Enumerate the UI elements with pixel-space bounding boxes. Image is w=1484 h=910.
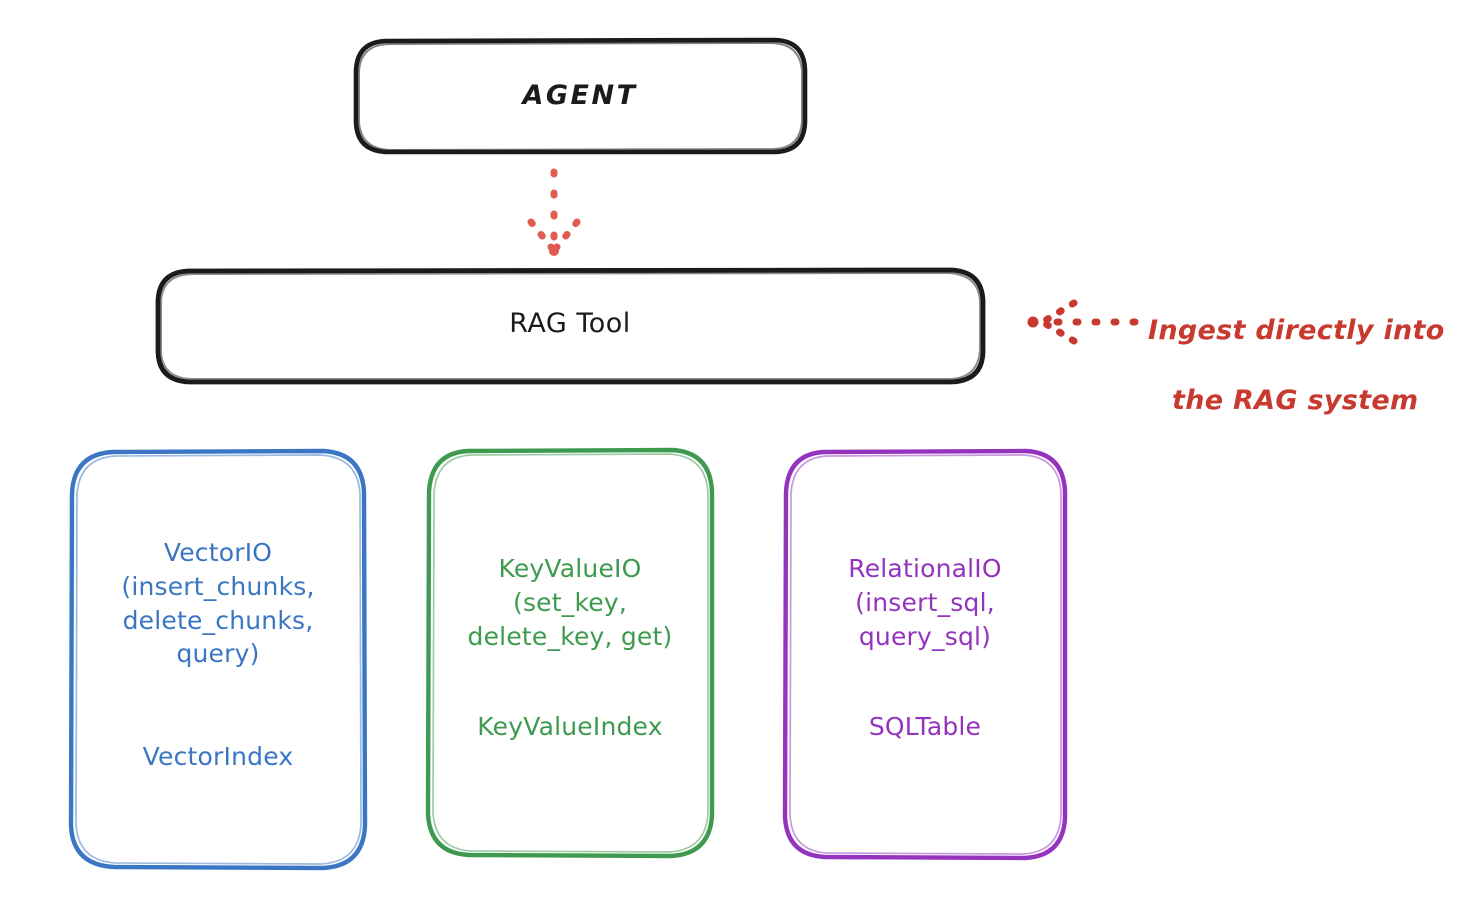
vector-io-box-outline	[68, 448, 368, 871]
rag-tool-box-outline-sketch	[160, 272, 981, 380]
relational-io-box-outline-sketch	[789, 454, 1062, 855]
agent-to-rag-arrow	[527, 168, 581, 256]
annotation-arrow-head-top	[1042, 299, 1078, 324]
agent-to-rag-arrow-tip	[549, 246, 559, 256]
agent-box-outline-sketch	[358, 42, 803, 151]
keyvalue-io-box-outline	[425, 447, 715, 859]
ingest-annotation-line1: Ingest directly into	[1148, 315, 1445, 347]
agent-to-rag-arrow-head-left	[527, 218, 555, 251]
relational-index-label: SQLTable	[868, 712, 982, 741]
vector-io-node[interactable]	[68, 448, 368, 871]
keyvalue-io-node[interactable]	[425, 447, 715, 859]
agent-box-outline	[353, 37, 808, 155]
rag-tool-box-outline	[155, 267, 986, 385]
annotation-arrow-head-bottom	[1042, 320, 1078, 345]
vector-io-title: VectorIO (insert_chunks, delete_chunks, …	[121, 538, 315, 669]
ingest-annotation-line2: the RAG system	[1172, 385, 1419, 417]
agent-to-rag-arrow-head-right	[553, 218, 581, 251]
vector-io-box-outline-sketch	[75, 454, 362, 865]
annotation-to-rag-arrow	[1027, 299, 1139, 345]
annotation-arrow-tip	[1027, 316, 1039, 328]
relational-io-node[interactable]	[782, 448, 1068, 861]
ingest-annotation: Ingest directly into the RAG system	[1148, 278, 1468, 418]
rag-tool-node[interactable]	[155, 267, 986, 385]
relational-io-box-outline	[782, 448, 1068, 861]
relational-io-title: RelationalIO (insert_sql, query_sql)	[848, 554, 1002, 651]
vector-index-label: VectorIndex	[142, 742, 294, 771]
keyvalue-index-label: KeyValueIndex	[477, 712, 663, 741]
keyvalue-io-box-outline-sketch	[432, 453, 709, 853]
keyvalue-io-title: KeyValueIO (set_key, delete_key, get)	[467, 554, 673, 651]
agent-node[interactable]	[353, 37, 808, 155]
